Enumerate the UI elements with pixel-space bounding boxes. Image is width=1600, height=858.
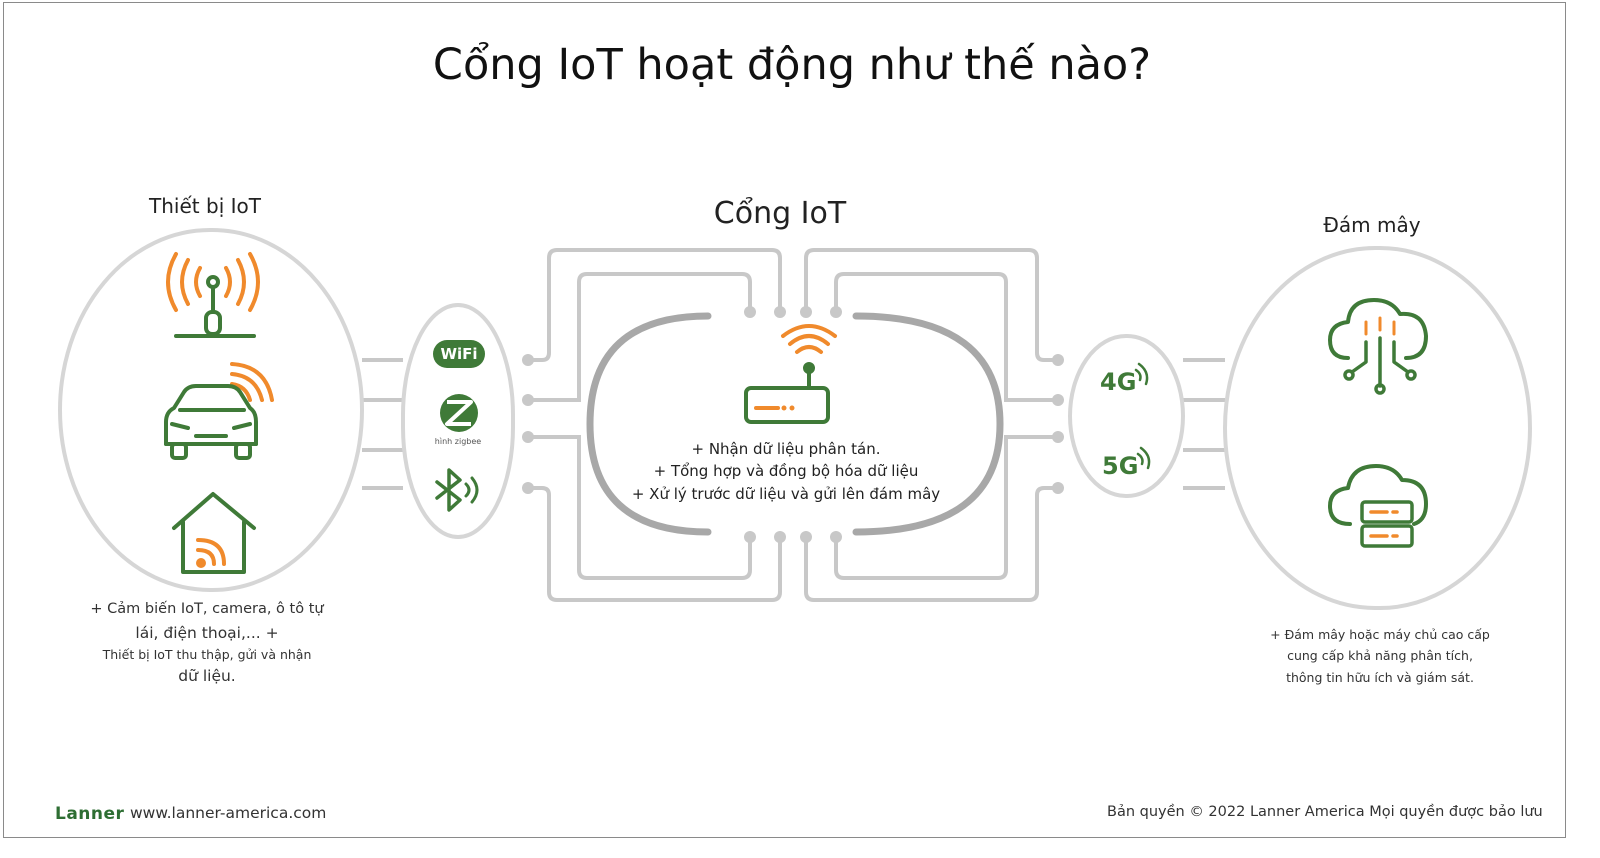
gateway-description-line: + Nhận dữ liệu phân tán. (691, 440, 881, 458)
cloud-description-line: cung cấp khả năng phân tích, (1287, 648, 1473, 663)
connector-lines (362, 248, 1225, 602)
gateway-description-line: + Tổng hợp và đồng bộ hóa dữ liệu (653, 462, 919, 480)
copyright-text: Bản quyền © 2022 Lanner America Mọi quyề… (1107, 804, 1543, 820)
cloud-description-line: + Đám mây hoặc máy chủ cao cấp (1270, 627, 1490, 642)
gateway-description-line: + Xử lý trước dữ liệu và gửi lên đám mây (631, 485, 941, 503)
website-link[interactable]: www.lanner-america.com (130, 804, 327, 822)
car-icon (164, 362, 274, 460)
zigbee-caption: hình zigbee (434, 437, 482, 446)
bluetooth-icon (435, 468, 479, 512)
cloud-network-icon (1328, 298, 1428, 395)
antenna-icon (166, 252, 260, 338)
gateway-heading: Cổng IoT (713, 196, 847, 231)
cloud-description-line: thông tin hữu ích và giám sát. (1286, 670, 1474, 685)
connector-dots (522, 306, 1064, 543)
network-5g-label: 5G (1102, 452, 1139, 480)
gateway-loop (586, 312, 1004, 536)
5g-signal-icon (1136, 446, 1151, 470)
devices-description-line: dữ liệu. (178, 667, 236, 685)
networks-panel (1068, 334, 1185, 498)
lanner-logo: Lanner (55, 804, 125, 824)
4g-signal-icon (1134, 362, 1149, 386)
devices-description-line: + Cảm biến IoT, camera, ô tô tự (90, 601, 324, 617)
cloud-server-icon (1328, 464, 1428, 548)
cloud-panel (1223, 246, 1532, 610)
devices-heading: Thiết bị IoT (149, 194, 261, 218)
wifi-badge-icon: WiFi (433, 340, 485, 368)
router-icon (744, 324, 837, 424)
devices-description-line: Thiết bị IoT thu thập, gửi và nhận (102, 647, 312, 662)
smart-home-icon (172, 492, 256, 574)
infographic-frame (3, 2, 1566, 838)
zigbee-icon (440, 394, 478, 432)
cloud-heading: Đám mây (1323, 213, 1421, 237)
devices-description-line: lái, điện thoại,... + (135, 624, 279, 642)
page-title: Cổng IoT hoạt động như thế nào? (432, 40, 1152, 90)
network-4g-label: 4G (1100, 368, 1137, 396)
